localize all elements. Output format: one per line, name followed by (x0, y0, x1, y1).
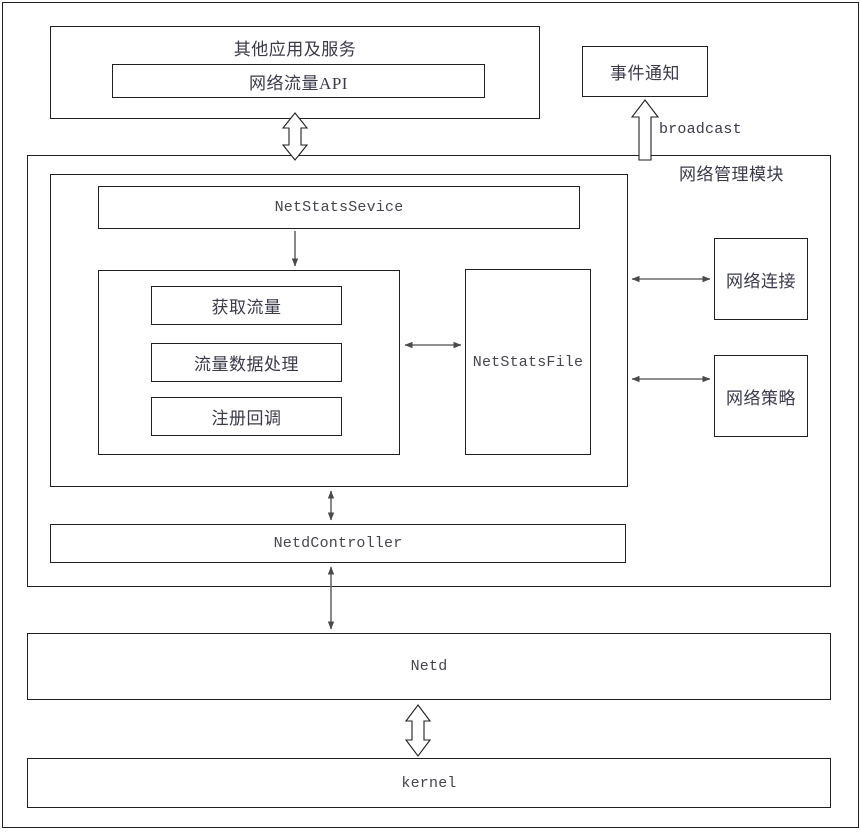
network-policy-box: 网络策略 (714, 355, 808, 437)
event-notification-box: 事件通知 (582, 46, 708, 97)
broadcast-arrow-label: broadcast (659, 121, 742, 138)
functions-container (98, 270, 400, 455)
kernel-box: kernel (27, 758, 831, 808)
function-box-register-callback: 注册回调 (151, 397, 342, 436)
function-box-traffic-data-processing: 流量数据处理 (151, 343, 342, 382)
netd-box: Netd (27, 633, 831, 700)
stats-subsystem-container (50, 174, 628, 487)
netstats-service-box: NetStatsSevice (98, 186, 580, 229)
apps-and-services-title: 其他应用及服务 (233, 40, 357, 59)
netd-controller-box: NetdController (50, 524, 626, 563)
netstats-file-box: NetStatsFile (465, 269, 591, 455)
network-management-module-box (27, 155, 831, 587)
network-management-module-label: 网络管理模块 (679, 165, 784, 184)
network-connection-box: 网络连接 (714, 238, 808, 320)
network-traffic-api-box: 网络流量API (112, 64, 485, 98)
function-box-get-traffic: 获取流量 (151, 286, 342, 325)
